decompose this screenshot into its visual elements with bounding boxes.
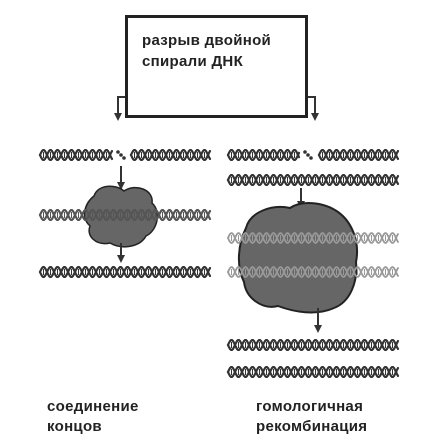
break-fragment xyxy=(309,156,313,160)
dna-strand xyxy=(38,209,212,221)
title-line-1: разрыв двойной xyxy=(142,32,272,49)
caption-homologous-recombination: гомологичная рекомбинация xyxy=(256,397,367,437)
dna-strand xyxy=(226,174,400,186)
dna-strand xyxy=(226,366,400,378)
break-fragment xyxy=(303,150,307,154)
broken-dna-helix-right xyxy=(226,149,400,161)
homologous-dna-helix-right xyxy=(226,174,400,186)
title-line-2: спирали ДНК xyxy=(142,53,244,70)
dna-strand xyxy=(227,266,399,278)
dna-strand xyxy=(38,149,212,161)
break-fragment xyxy=(306,153,310,157)
rejoined-dna-helix-left xyxy=(38,266,212,278)
caption-right-line-2: рекомбинация xyxy=(256,418,368,435)
repaired-dna-helix-right-2 xyxy=(226,366,400,378)
arrow-left-2-head xyxy=(117,255,125,263)
title-box: разрыв двойной спирали ДНК xyxy=(125,15,308,118)
break-fragment xyxy=(122,156,126,160)
dna-strand xyxy=(227,232,399,244)
dna-helix-left-joining xyxy=(38,209,212,221)
break-fragment xyxy=(116,150,120,154)
broken-dna-helix-left xyxy=(38,149,212,161)
dna-strand xyxy=(38,266,212,278)
title-label: разрыв двойной спирали ДНК xyxy=(142,30,271,72)
arrow-left-1-head xyxy=(117,182,125,190)
arrow-right-2-head xyxy=(314,325,322,333)
strand-invasion-helix-1 xyxy=(227,232,399,244)
break-fragment xyxy=(119,153,123,157)
repaired-dna-helix-right-1 xyxy=(226,339,400,351)
repair-protein-complex-left xyxy=(83,185,159,248)
dna-strand xyxy=(38,149,212,161)
caption-left-line-1: соединение xyxy=(47,398,139,415)
dna-strand xyxy=(226,149,400,161)
caption-left-line-2: концов xyxy=(47,418,102,435)
arrow-left-branch xyxy=(114,113,122,121)
repair-protein-complex-right xyxy=(238,202,358,314)
caption-right-line-1: гомологичная xyxy=(256,398,364,415)
dna-strand xyxy=(226,339,400,351)
strand-invasion-helix-2 xyxy=(227,266,399,278)
branch-connector xyxy=(117,96,316,115)
caption-end-joining: соединение концов xyxy=(47,397,139,437)
arrow-right-branch xyxy=(311,113,319,121)
